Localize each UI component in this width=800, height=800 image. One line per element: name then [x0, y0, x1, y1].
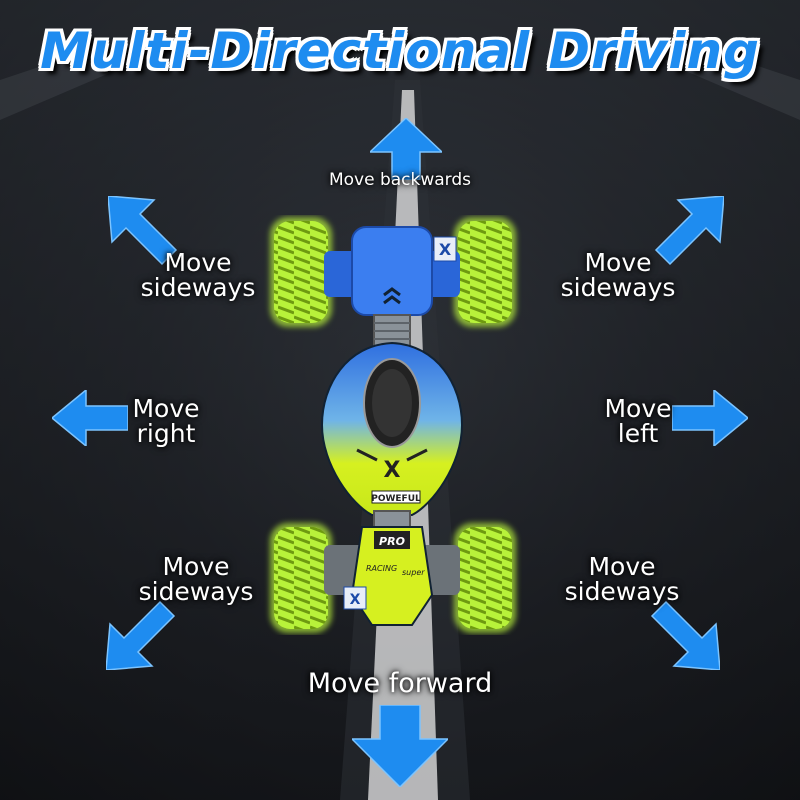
rear-chassis: X: [324, 226, 460, 316]
right-arrow-icon: [672, 390, 748, 446]
svg-text:X: X: [439, 240, 452, 259]
up-arrow-icon: [370, 118, 442, 180]
svg-text:X: X: [384, 458, 401, 483]
pro-badge: PRO: [379, 535, 405, 548]
label-move-forward: Move forward: [307, 668, 493, 699]
super-marking: super: [402, 568, 425, 577]
diagonal-arrow-icon-top-left: [108, 196, 178, 266]
brand-marking: POWEFUL: [371, 494, 421, 504]
racing-marking: RACING: [366, 564, 397, 573]
label-move-backwards: Move backwards: [328, 170, 472, 190]
diagonal-arrow-icon-bottom-right: [650, 600, 720, 670]
svg-text:X: X: [350, 592, 361, 608]
diagonal-arrow-icon-bottom-left: [106, 600, 176, 670]
front-chassis: PRO RACING super X: [324, 526, 460, 626]
left-arrow-icon: [52, 390, 128, 446]
down-arrow-icon: [352, 705, 448, 787]
rear-wheels: [270, 217, 516, 327]
page-title: Multi-Directional Driving: [40, 22, 760, 80]
front-wheels: [270, 523, 516, 633]
rc-stunt-car: X X POWEFUL PRO RACING super: [270, 217, 516, 633]
diagonal-arrow-icon-top-right: [654, 196, 724, 266]
